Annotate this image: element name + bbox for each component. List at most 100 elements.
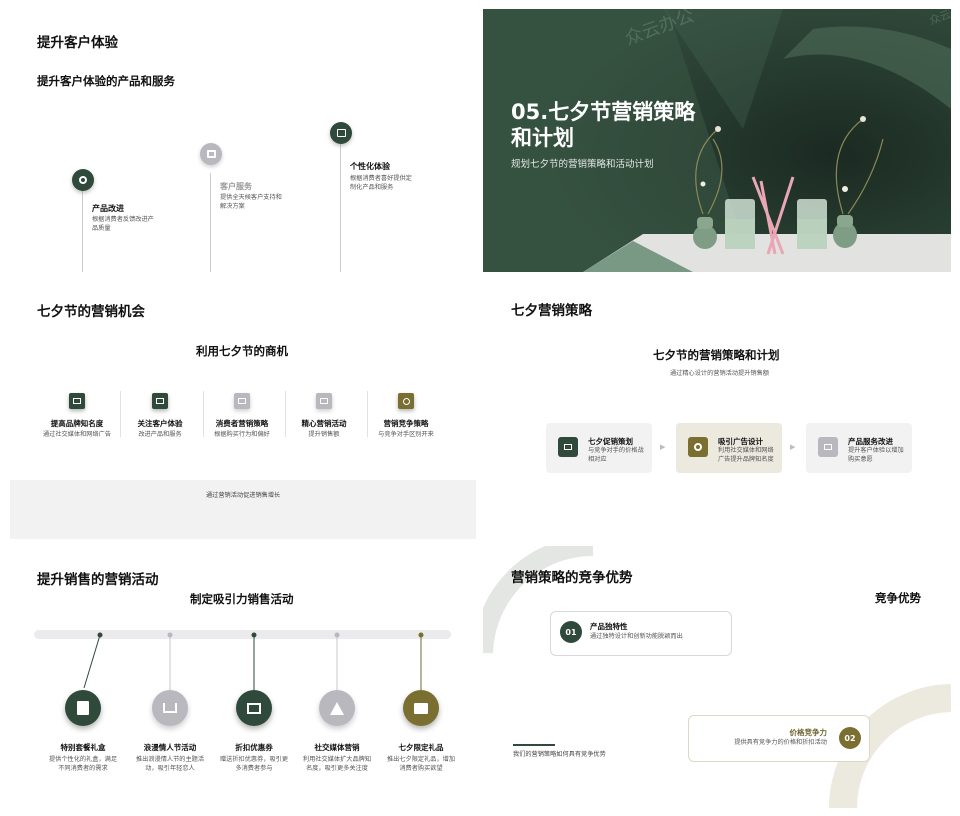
- slide-title: 营销策略的竞争优势: [511, 570, 633, 586]
- section-title: 05.七夕节营销策略 和计划: [511, 99, 695, 152]
- advantage-card: 价格竞争力 提供具有竞争力的价格和折扣活动 02: [688, 715, 870, 762]
- divider: [367, 391, 368, 437]
- item-desc: 赠送折扣优惠券，吸引更多消费者参与: [219, 756, 289, 772]
- slide-subtitle: 竞争优势: [875, 591, 921, 605]
- strategy-card: 七夕促销策划 与竞争对手的价格战相对应: [546, 423, 652, 473]
- card-title: 产品服务改进: [848, 437, 893, 446]
- divider: [285, 391, 286, 437]
- footer-band: 通过营销活动促进销售增长: [10, 480, 476, 539]
- product-icon: [72, 169, 94, 191]
- target-icon: [398, 393, 414, 409]
- decorative-arcs: [483, 546, 951, 808]
- slide-caption: 通过精心设计的营销活动提升销售额: [670, 370, 769, 377]
- timeline-line: [82, 189, 83, 272]
- item-desc: 与竞争对手区别开来: [378, 431, 434, 438]
- item-desc: 改进产品和服务: [138, 431, 182, 438]
- advantage-card: 01 产品独特性 通过独特设计和创新功能脱颖而出: [550, 611, 732, 656]
- slide-subtitle: 提升客户体验的产品和服务: [37, 74, 175, 88]
- activity-item: 七夕限定礼品 推出七夕限定礼品，增加消费者购买欲望: [386, 742, 456, 774]
- slide-marketing-opportunities: 七夕节的营销机会 利用七夕节的商机 提高品牌知名度 通过社交媒体和网络广告 关注…: [10, 279, 476, 539]
- arrow-icon: ▶: [790, 443, 796, 451]
- slide-subtitle: 七夕节的营销策略和计划: [653, 348, 780, 362]
- window-icon: [152, 393, 168, 409]
- item-title: 关注客户体验: [137, 419, 183, 428]
- personalize-icon: [330, 122, 352, 144]
- slide-title: 七夕营销策略: [511, 303, 592, 319]
- strategy-card: 吸引广告设计 利用社交媒体和网络广告提升品牌知名度: [676, 423, 782, 473]
- section-subtitle: 规划七夕节的营销策略和活动计划: [511, 159, 654, 170]
- card-title: 七夕促销策划: [588, 437, 633, 446]
- item-title: 七夕限定礼品: [398, 743, 444, 752]
- item-title: 个性化体验: [350, 162, 390, 171]
- item-title: 折扣优惠券: [235, 743, 273, 752]
- activity-item: 社交媒体营销 利用社交媒体扩大品牌知名度，吸引更多关注度: [302, 742, 372, 774]
- item-desc: 根据消费者反馈改进产品质量: [92, 216, 154, 232]
- item-title: 产品改进: [92, 204, 124, 213]
- footer-text: 通过营销活动促进销售增长: [206, 492, 281, 499]
- item-title: 营销竞争策略: [383, 419, 429, 428]
- item-desc: 根据购买行为和偏好: [214, 431, 270, 438]
- gift-box-icon: [65, 690, 101, 726]
- item-title: 浪漫情人节活动: [143, 743, 197, 752]
- card-desc: 提升客户体验以增加购买意愿: [848, 447, 904, 463]
- slide-competitive-advantage: 营销策略的竞争优势 竞争优势 01 产品独特性 通过独特设计和创新功能脱颖而出 …: [483, 546, 951, 808]
- timeline-bar: [34, 630, 451, 639]
- strategy-card: 产品服务改进 提升客户体验以增加购买意愿: [806, 423, 912, 473]
- activity-item: 浪漫情人节活动 推出浪漫情人节的主题活动，吸引年轻恋人: [135, 742, 205, 774]
- image-icon: [69, 393, 85, 409]
- slide-section-cover: 众云办公 众云 05.七夕节营销策略 和计划 规划七夕节的营销策略和活动计划: [483, 9, 951, 272]
- card-desc: 利用社交媒体和网络广告提升品牌知名度: [718, 447, 774, 463]
- coupon-image-icon: [236, 690, 272, 726]
- item-title: 消费者营销策略: [215, 419, 269, 428]
- slide-sales-activities: 提升销售的营销活动 制定吸引力销售活动 特别套餐礼盒 提供个性化的礼盒，满足不同…: [10, 546, 476, 808]
- slide-marketing-strategy: 七夕营销策略 七夕节的营销策略和计划 通过精心设计的营销活动提升销售额 七夕促销…: [483, 279, 951, 539]
- item-desc: 提升销售额: [308, 431, 340, 438]
- section-title-line-2: 和计划: [511, 126, 574, 151]
- timeline-line: [340, 143, 341, 272]
- item-desc: 推出七夕限定礼品，增加消费者购买欲望: [386, 756, 456, 772]
- slide-subtitle: 制定吸引力销售活动: [190, 592, 294, 606]
- card-title: 产品独特性: [590, 622, 628, 631]
- chat-icon: [818, 437, 838, 457]
- image-icon: [558, 437, 578, 457]
- item-title: 客户服务: [220, 182, 252, 191]
- item-desc: 提供个性化的礼盒，满足不同消费者的需求: [48, 756, 118, 772]
- slide-subtitle: 利用七夕节的商机: [196, 344, 288, 358]
- arrow-icon: ▶: [660, 443, 666, 451]
- opportunity-item: 精心营销活动 提升销售额: [286, 393, 362, 440]
- card-desc: 提供具有竞争力的价格和折扣活动: [734, 739, 827, 746]
- item-desc: 利用社交媒体扩大品牌知名度，吸引更多关注度: [302, 756, 372, 772]
- item-title: 社交媒体营销: [314, 743, 360, 752]
- slide-customer-experience: 提升客户体验 提升客户体验的产品和服务 产品改进 根据消费者反馈改进产品质量 客…: [10, 9, 476, 272]
- number-badge: 01: [560, 621, 582, 643]
- card-desc: 通过独特设计和创新功能脱颖而出: [590, 633, 683, 640]
- item-title: 特别套餐礼盒: [60, 743, 106, 752]
- slide-title: 提升客户体验: [37, 35, 118, 51]
- opportunity-item: 消费者营销策略 根据购买行为和偏好: [204, 393, 280, 440]
- card-title: 吸引广告设计: [718, 437, 763, 446]
- section-title-line-1: 05.七夕节营销策略: [511, 100, 696, 124]
- printer-icon: [403, 690, 439, 726]
- flask-icon: [319, 690, 355, 726]
- item-title: 提高品牌知名度: [50, 419, 104, 428]
- slide-title: 七夕节的营销机会: [37, 304, 145, 320]
- cover-background: [483, 9, 951, 272]
- activity-item: 特别套餐礼盒 提供个性化的礼盒，满足不同消费者的需求: [48, 742, 118, 774]
- activity-item: 折扣优惠券 赠送折扣优惠券，吸引更多消费者参与: [219, 742, 289, 774]
- item-desc: 根据消费者喜好提供定制化产品和服务: [350, 175, 412, 191]
- opportunity-item: 提高品牌知名度 通过社交媒体和网络广告: [39, 393, 115, 440]
- item-desc: 推出浪漫情人节的主题活动，吸引年轻恋人: [135, 756, 205, 772]
- opportunity-item: 关注客户体验 改进产品和服务: [122, 393, 198, 440]
- badge-number: 02: [844, 733, 856, 743]
- footer-rule: [513, 744, 555, 746]
- badge-number: 01: [565, 627, 577, 637]
- image-icon: [234, 393, 250, 409]
- footer-text: 我们的营销策略如何具有竞争优势: [513, 751, 606, 758]
- timeline-line: [210, 173, 211, 272]
- opportunity-item: 营销竞争策略 与竞争对手区别开来: [368, 393, 444, 440]
- item-desc: 提供全天候客户支持和解决方案: [220, 194, 282, 210]
- chat-icon: [316, 393, 332, 409]
- sitemap-icon: [152, 690, 188, 726]
- connector-lines: [83, 632, 424, 690]
- number-badge: 02: [839, 727, 861, 749]
